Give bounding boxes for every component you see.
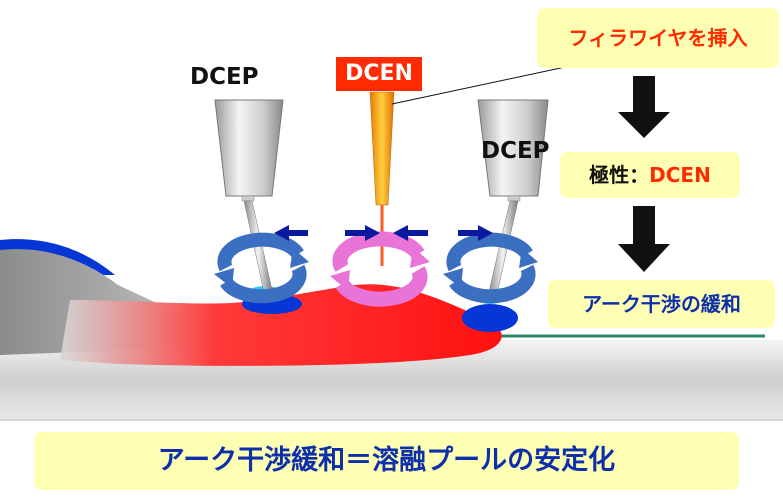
arc-interference-relief-callout: アーク干渉の緩和: [548, 280, 775, 328]
arc-ring-center: [330, 231, 430, 307]
polarity-value: DCEN: [649, 163, 711, 187]
summary-banner: アーク干渉緩和＝溶融プールの安定化: [34, 432, 739, 490]
polarity-callout: 極性：DCEN: [560, 152, 740, 198]
arc-footprint-right: [462, 304, 518, 332]
dcep-label-left: DCEP: [190, 64, 259, 90]
filler-wire-callout: フィラワイヤを挿入: [537, 8, 779, 68]
arc-ring-right: [443, 232, 538, 304]
polarity-label: 極性：: [589, 163, 650, 187]
dcep-label-right: DCEP: [481, 138, 550, 164]
flow-arrows: [618, 76, 670, 272]
dcep-torch-right: [477, 99, 549, 299]
arc-ring-left: [214, 232, 309, 304]
down-arrow-2: [618, 206, 670, 272]
arrow-left-2: [393, 225, 428, 241]
arrow-right-2: [458, 225, 493, 241]
arrow-left-1: [274, 225, 308, 241]
repulsion-arrows: [274, 225, 493, 241]
dcen-label: DCEN: [336, 57, 422, 91]
dcep-torch-left: [214, 99, 284, 293]
arrow-right-1: [345, 225, 380, 241]
down-arrow-1: [618, 76, 670, 138]
